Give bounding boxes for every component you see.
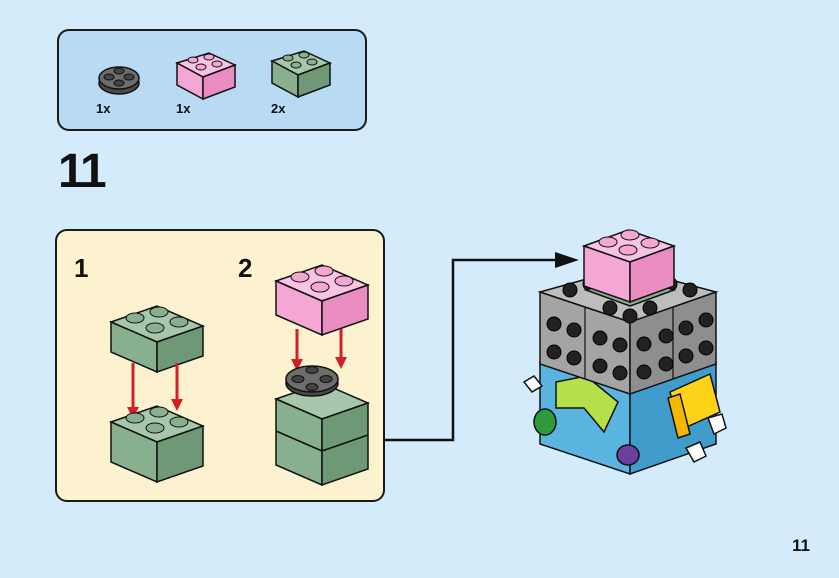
substep-number: 2: [238, 253, 253, 283]
sand-green-brick-bottom: [108, 405, 206, 484]
sand-green-stack-with-plate: [273, 365, 371, 487]
substep-panel: 1 2: [55, 229, 385, 502]
dark-gray-round-plate-icon: [98, 66, 140, 95]
pink-brick: [273, 264, 371, 337]
part-quantity: 1x: [176, 101, 191, 116]
parts-callout: 1x 1x 2x: [57, 29, 367, 131]
part-quantity: 1x: [96, 101, 111, 116]
assembled-model: [522, 229, 727, 476]
sand-green-brick-top: [108, 305, 206, 374]
substep-number: 1: [74, 253, 89, 283]
part-quantity: 2x: [271, 101, 286, 116]
step-number: 11: [58, 145, 107, 198]
sand-green-2x2-brick-icon: [270, 50, 332, 99]
red-arrow-icon: [291, 329, 347, 371]
pink-2x2-brick-icon: [175, 52, 237, 101]
connector-arrow-icon: [385, 252, 579, 442]
page-number: 11: [792, 536, 810, 555]
